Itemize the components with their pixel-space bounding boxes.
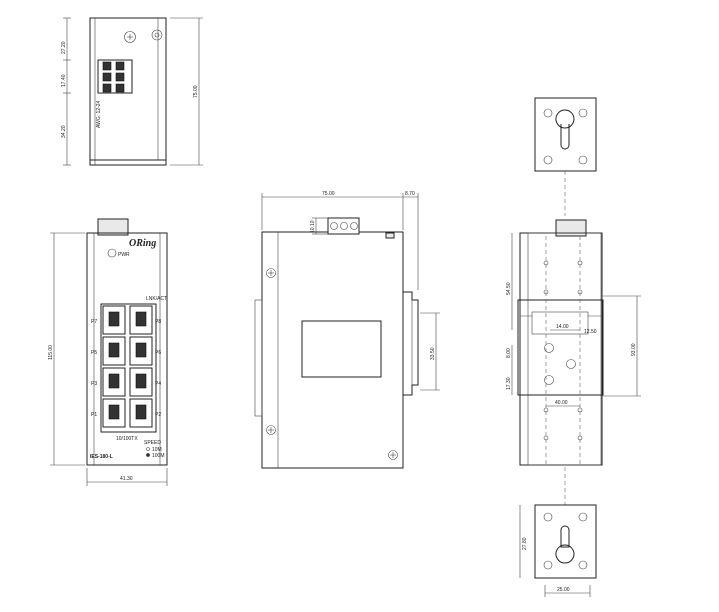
port-label-left-2: P5 — [91, 350, 97, 356]
port-label-right-1: P8 — [155, 319, 161, 325]
port-label-right-3: P4 — [155, 381, 161, 387]
speed-label: SPEED — [144, 440, 161, 446]
port-label-right-4: P2 — [155, 412, 161, 418]
speed-100-label: 100M — [152, 453, 165, 459]
rear-dim-12: 12.50 — [584, 329, 597, 335]
rear-dim-93: 93.00 — [631, 343, 637, 356]
lnk-act-label: LNK/ACT — [146, 296, 167, 302]
top-dim-2: 17.40 — [61, 74, 67, 87]
rear-view: 54.50 8.00 17.30 14.00 12.50 93.00 40.00 — [506, 219, 641, 505]
port-label-left-4: P1 — [91, 412, 97, 418]
front-dim-width: 41.30 — [120, 476, 133, 482]
oring-logo: ORing — [129, 238, 156, 249]
front-view: PWR ORing LNK/ACT P7 P5 P3 P1 P8 P6 — [48, 218, 168, 486]
bracket-dim-width: 25.00 — [557, 587, 570, 593]
top-dim-total: 75.00 — [193, 85, 199, 98]
model-label: IES-180-L — [90, 454, 113, 460]
wall-bracket-top — [534, 97, 597, 216]
side-dim-depth: 75.00 — [322, 191, 335, 197]
rear-dim-40: 40.00 — [555, 400, 568, 406]
awg-label: AWG: 12-24 — [96, 100, 102, 128]
rear-dim-8: 8.00 — [506, 348, 512, 358]
pwr-label: PWR — [118, 252, 130, 258]
port-label-left-3: P3 — [91, 381, 97, 387]
top-dim-3: 34.20 — [61, 125, 67, 138]
top-view: AWG: 12-24 27.20 17.40 34.20 75.00 — [61, 17, 203, 166]
side-view: 75.00 8.70 10.10 33.50 — [254, 191, 440, 469]
bracket-dim-height: 27.80 — [522, 537, 528, 550]
rear-dim-54: 54.50 — [506, 282, 512, 295]
side-dim-terminal: 10.10 — [310, 220, 316, 233]
top-dim-1: 27.20 — [61, 41, 67, 54]
port-label-right-2: P6 — [155, 350, 161, 356]
wall-bracket-bottom: 27.80 25.00 — [519, 504, 597, 597]
port-label-left-1: P7 — [91, 319, 97, 325]
front-dim-height: 115.00 — [48, 345, 54, 360]
rj45-ports — [102, 305, 153, 428]
rear-dim-17: 17.30 — [506, 377, 512, 390]
side-dim-rail: 33.50 — [430, 347, 436, 360]
side-dim-extra: 8.70 — [405, 191, 415, 197]
rear-dim-14: 14.00 — [556, 324, 569, 330]
speed-caption: 10/100TX — [116, 436, 138, 442]
speed-10-label: 10M — [152, 447, 162, 453]
